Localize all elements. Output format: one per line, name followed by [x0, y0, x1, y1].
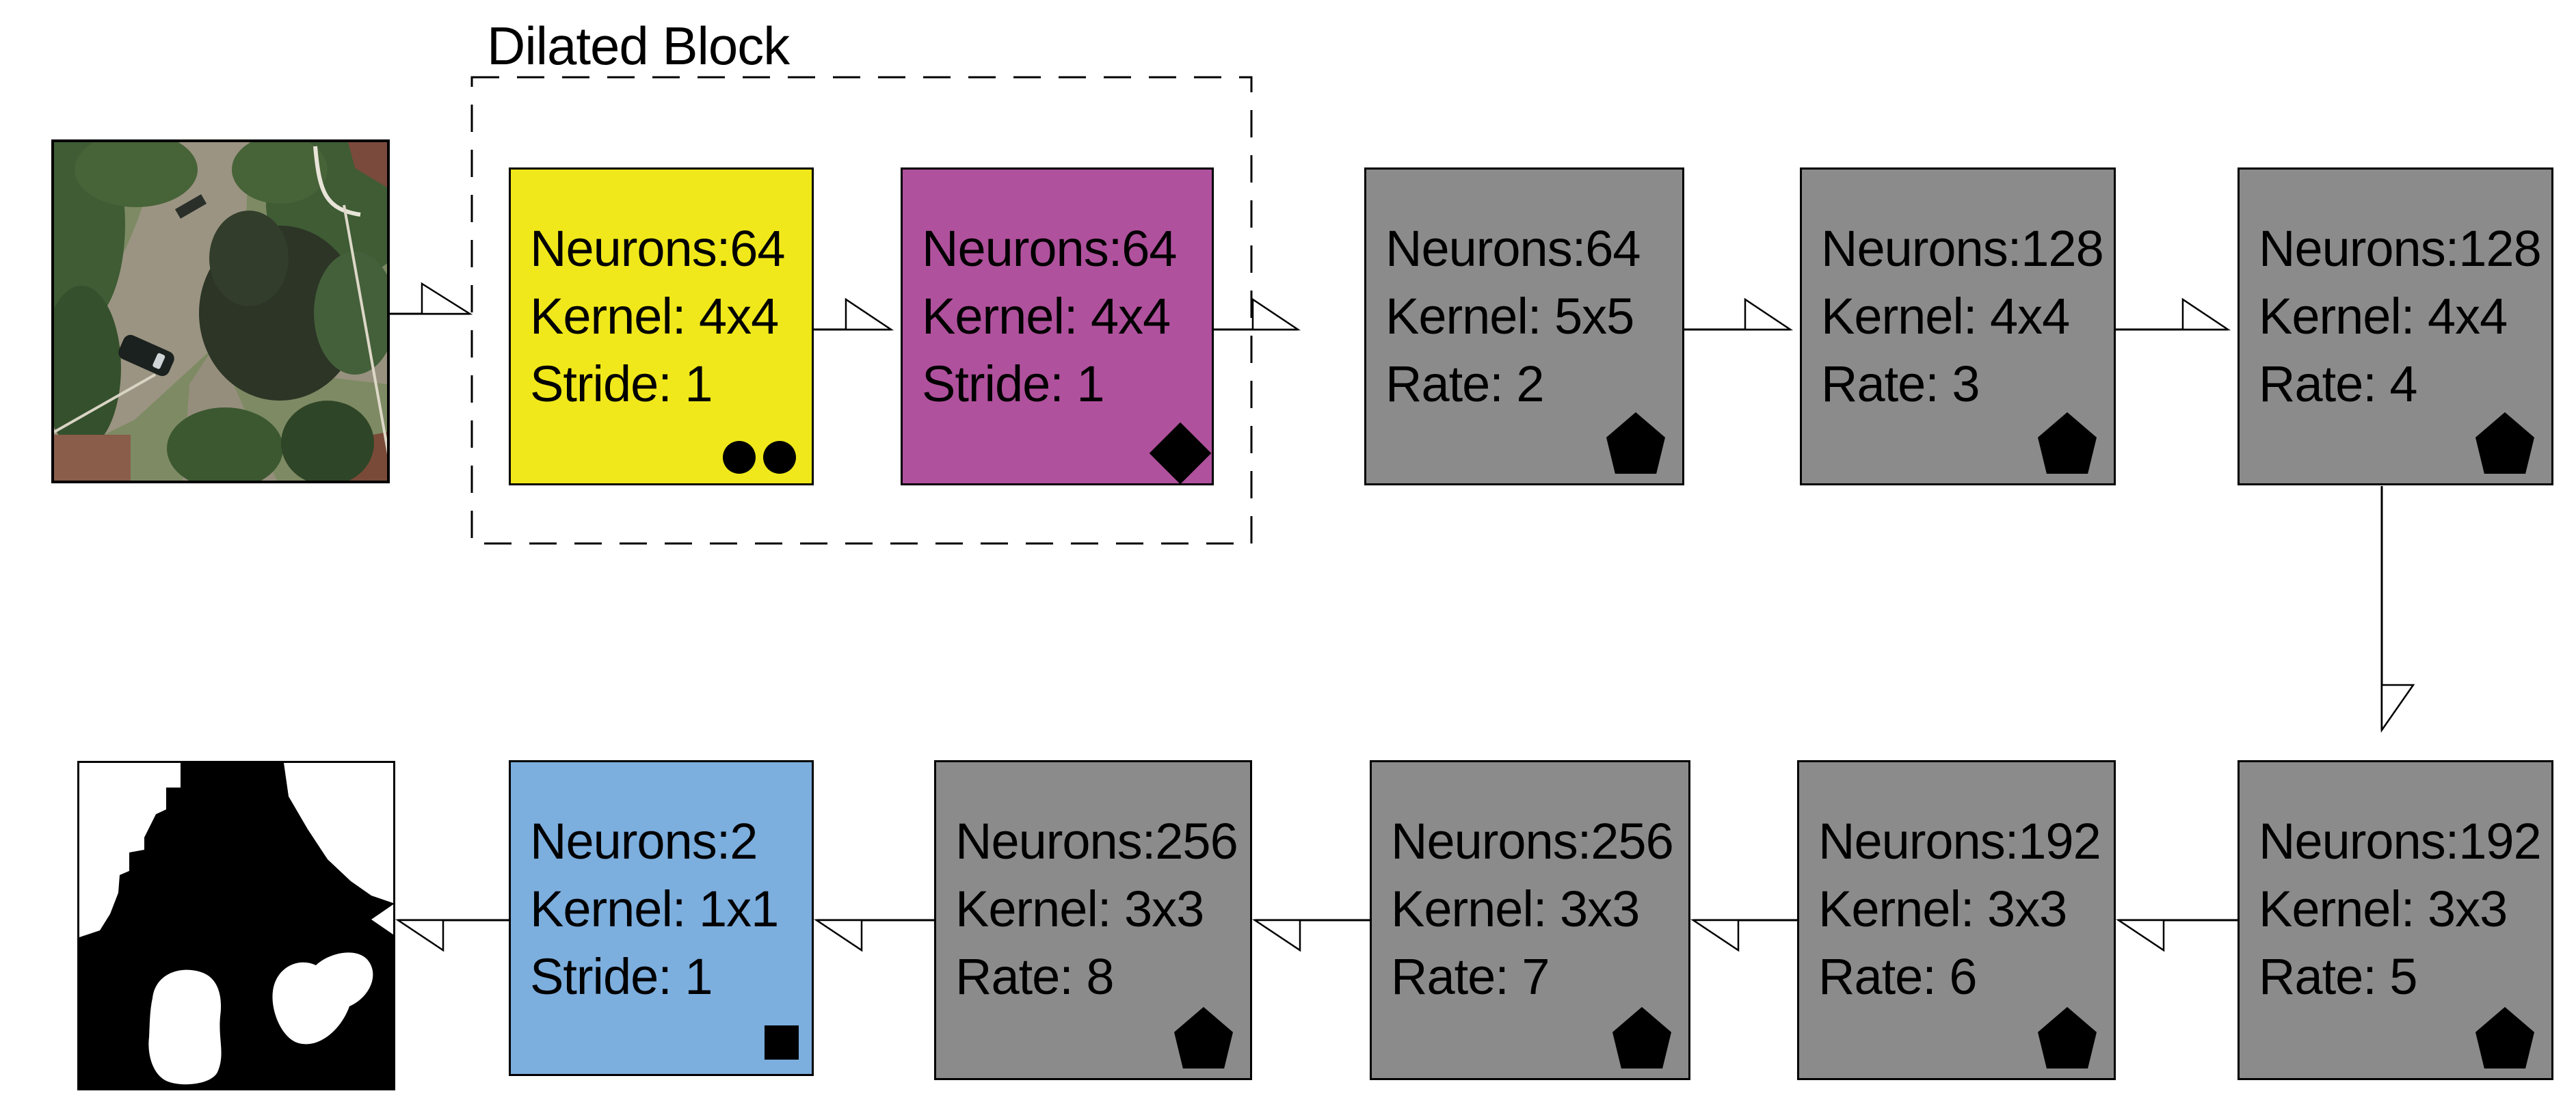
mask-hole-right [272, 952, 373, 1045]
block-rate-6-text: Neurons:192 Kernel: 3x3 Rate: 6 [1818, 807, 2101, 1010]
aerial-powerline [343, 204, 387, 455]
block-conv-1-text: Neurons:64 Kernel: 4x4 Stride: 1 [530, 215, 786, 418]
pentagon-icon [1612, 1007, 1671, 1069]
input-aerial-image [51, 139, 390, 483]
block-rate-3-text: Neurons:128 Kernel: 4x4 Rate: 3 [1821, 215, 2104, 418]
neurons-line: Neurons:256 [1391, 813, 1674, 870]
aerial-trees-top [232, 142, 328, 204]
arrow-rate6-to-rate7 [1690, 919, 1797, 952]
kernel-line: Kernel: 4x4 [922, 288, 1171, 345]
block-rate-4-text: Neurons:128 Kernel: 4x4 Rate: 4 [2259, 215, 2542, 418]
pentagon-icon [2475, 1007, 2534, 1069]
kernel-line: Kernel: 4x4 [530, 288, 779, 345]
arrow-rate3-to-rate4 [2116, 297, 2231, 331]
aerial-car-icon [118, 334, 174, 377]
aerial-left-curb [54, 373, 156, 433]
kernel-line: Kernel: 3x3 [1818, 881, 2067, 937]
block-rate-7-text: Neurons:256 Kernel: 3x3 Rate: 7 [1391, 807, 1674, 1010]
arrow-conv1-to-conv2 [814, 297, 894, 331]
arrow-rate5-to-rate6 [2115, 919, 2238, 952]
rate-line: Rate: 3 [1821, 355, 1980, 412]
pentagon-icon [2038, 412, 2097, 474]
pentagon-icon [1606, 412, 1665, 474]
square-icon [765, 1025, 799, 1060]
neurons-line: Neurons:128 [2259, 220, 2542, 277]
arrow-rate2-to-rate3 [1684, 297, 1794, 331]
kernel-line: Kernel: 5x5 [1385, 288, 1634, 345]
block-dilated-rate-2: Neurons:64 Kernel: 5x5 Rate: 2 [1364, 167, 1684, 485]
arrow-rate8-to-output-conv [813, 919, 934, 952]
block-dilated-rate-3: Neurons:128 Kernel: 4x4 Rate: 3 [1800, 167, 2116, 485]
stride-line: Stride: 1 [922, 355, 1105, 412]
kernel-line: Kernel: 4x4 [2259, 288, 2508, 345]
arrow-conv2-to-rate2 [1214, 297, 1301, 331]
rate-line: Rate: 7 [1391, 948, 1550, 1005]
output-mask-image [77, 761, 395, 1090]
block-dilated-rate-8: Neurons:256 Kernel: 3x3 Rate: 8 [934, 760, 1252, 1080]
aerial-tree-shadow-upper [209, 211, 289, 306]
pentagon-icon [2038, 1007, 2097, 1069]
aerial-curb-line [313, 146, 361, 217]
neurons-line: Neurons:192 [2259, 813, 2542, 870]
neurons-line: Neurons:192 [1818, 813, 2101, 870]
rate-line: Rate: 4 [2259, 355, 2418, 412]
mask-hole-left [148, 969, 222, 1085]
arrow-rate7-to-rate8 [1251, 919, 1370, 952]
aerial-orthophoto-graphic [54, 142, 387, 481]
diamond-icon [1149, 422, 1212, 485]
mask-right-notch [371, 904, 393, 935]
block-conv-1: Neurons:64 Kernel: 4x4 Stride: 1 [509, 167, 814, 485]
block-rate-2-text: Neurons:64 Kernel: 5x5 Rate: 2 [1385, 215, 1641, 418]
neurons-line: Neurons:2 [530, 813, 758, 870]
aerial-trees-topleft [75, 142, 198, 207]
arrow-output-conv-to-mask [395, 919, 509, 952]
neurons-line: Neurons:64 [922, 220, 1178, 277]
pentagon-icon [2475, 412, 2534, 474]
stride-line: Stride: 1 [530, 948, 713, 1005]
block-dilated-rate-4: Neurons:128 Kernel: 4x4 Rate: 4 [2238, 167, 2553, 485]
block-dilated-rate-7: Neurons:256 Kernel: 3x3 Rate: 7 [1370, 760, 1690, 1080]
neurons-line: Neurons:64 [530, 220, 786, 277]
kernel-line: Kernel: 3x3 [1391, 881, 1640, 937]
arrow-input-to-dilated-block [390, 282, 473, 315]
two-circles-icon [723, 441, 796, 474]
block-output-conv: Neurons:2 Kernel: 1x1 Stride: 1 [509, 760, 814, 1076]
block-conv-2-text: Neurons:64 Kernel: 4x4 Stride: 1 [922, 215, 1178, 418]
rate-line: Rate: 8 [955, 948, 1115, 1005]
neurons-line: Neurons:64 [1385, 220, 1641, 277]
kernel-line: Kernel: 3x3 [2259, 881, 2508, 937]
block-output-conv-text: Neurons:2 Kernel: 1x1 Stride: 1 [530, 807, 779, 1010]
block-rate-8-text: Neurons:256 Kernel: 3x3 Rate: 8 [955, 807, 1238, 1010]
dilated-block-label: Dilated Block [487, 16, 790, 76]
aerial-trees-left-lower [54, 286, 121, 450]
block-conv-2: Neurons:64 Kernel: 4x4 Stride: 1 [901, 167, 1214, 485]
aerial-roof-topright [348, 142, 387, 187]
neurons-line: Neurons:256 [955, 813, 1238, 870]
arrow-rate4-to-rate5 [2380, 486, 2415, 733]
pentagon-icon [1174, 1007, 1233, 1069]
block-dilated-rate-6: Neurons:192 Kernel: 3x3 Rate: 6 [1797, 760, 2116, 1080]
kernel-line: Kernel: 1x1 [530, 881, 779, 937]
block-rate-5-text: Neurons:192 Kernel: 3x3 Rate: 5 [2259, 807, 2542, 1010]
block-dilated-rate-5: Neurons:192 Kernel: 3x3 Rate: 5 [2238, 760, 2553, 1080]
aerial-roof-bottomleft [54, 435, 131, 481]
rate-line: Rate: 6 [1818, 948, 1978, 1005]
kernel-line: Kernel: 4x4 [1821, 288, 2070, 345]
rate-line: Rate: 5 [2259, 948, 2418, 1005]
stride-line: Stride: 1 [530, 355, 713, 412]
aerial-trees-bottom [167, 407, 283, 481]
rate-line: Rate: 2 [1385, 355, 1545, 412]
neurons-line: Neurons:128 [1821, 220, 2104, 277]
kernel-line: Kernel: 3x3 [955, 881, 1204, 937]
aerial-trees-bottomright [281, 401, 374, 481]
segmentation-mask-graphic [79, 763, 393, 1088]
aerial-small-car-icon [174, 194, 207, 219]
